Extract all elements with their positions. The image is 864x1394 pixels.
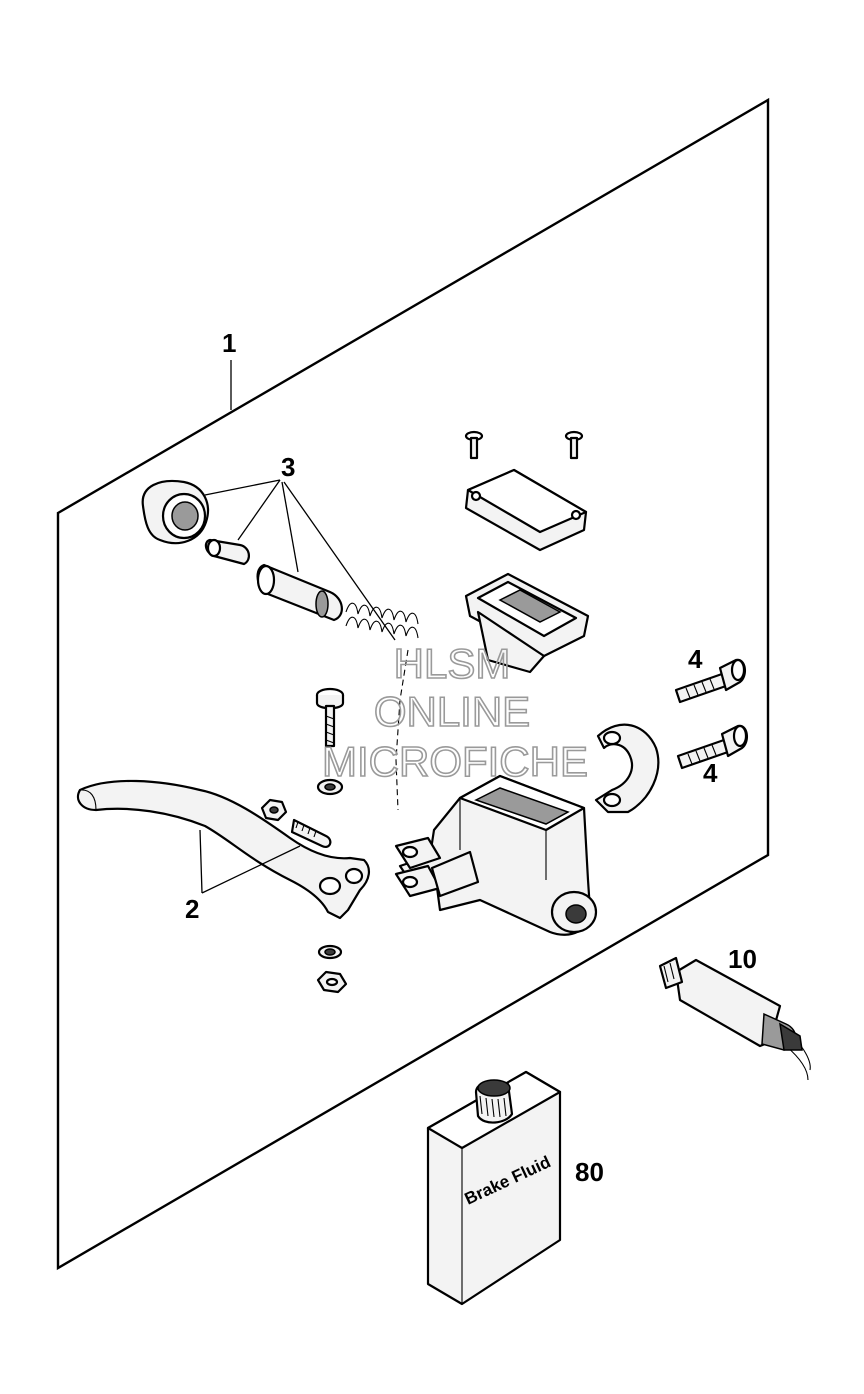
leader-2 <box>199 829 301 894</box>
lever-adjust-screw <box>290 818 332 848</box>
master-cylinder-body <box>394 774 598 936</box>
pivot-nut <box>316 970 348 994</box>
assembly-dashed-line <box>395 649 409 811</box>
callout-4-lower: 4 <box>703 758 718 788</box>
pivot-lower-washer <box>317 944 343 960</box>
piston-spring <box>345 602 419 639</box>
clamp-bolt-lower <box>676 724 748 770</box>
callout-1: 1 <box>222 328 236 358</box>
watermark-line-1: HLSM <box>394 640 511 687</box>
kit-panel-outline <box>56 97 770 1271</box>
leader-3 <box>204 479 396 641</box>
reservoir-diaphragm <box>464 572 590 674</box>
brake-lever <box>76 779 370 920</box>
piston-seal-cup <box>141 480 210 545</box>
watermark-line-2: ONLINE <box>374 688 530 735</box>
pivot-washer <box>316 778 344 796</box>
callout-3: 3 <box>281 452 295 482</box>
callout-4-upper: 4 <box>688 644 703 674</box>
reservoir-cover <box>464 468 588 552</box>
watermark-line-3: MICROFICHE <box>322 738 588 785</box>
watermark: HLSM ONLINE MICROFICHE <box>321 639 589 786</box>
brake-fluid-bottle: Brake Fluid <box>426 1070 562 1306</box>
brake-light-switch <box>658 956 811 1081</box>
pivot-bolt <box>315 687 345 748</box>
piston-tip <box>204 538 250 566</box>
lever-adjust-nut <box>260 798 288 822</box>
piston <box>256 563 343 622</box>
callout-80: 80 <box>575 1157 604 1187</box>
callout-2: 2 <box>185 894 199 924</box>
callout-10: 10 <box>728 944 757 974</box>
cover-screw-left <box>464 430 484 460</box>
clamp-bolt-upper <box>674 658 746 704</box>
cover-screw-right <box>564 430 584 460</box>
handlebar-clamp <box>594 723 660 814</box>
